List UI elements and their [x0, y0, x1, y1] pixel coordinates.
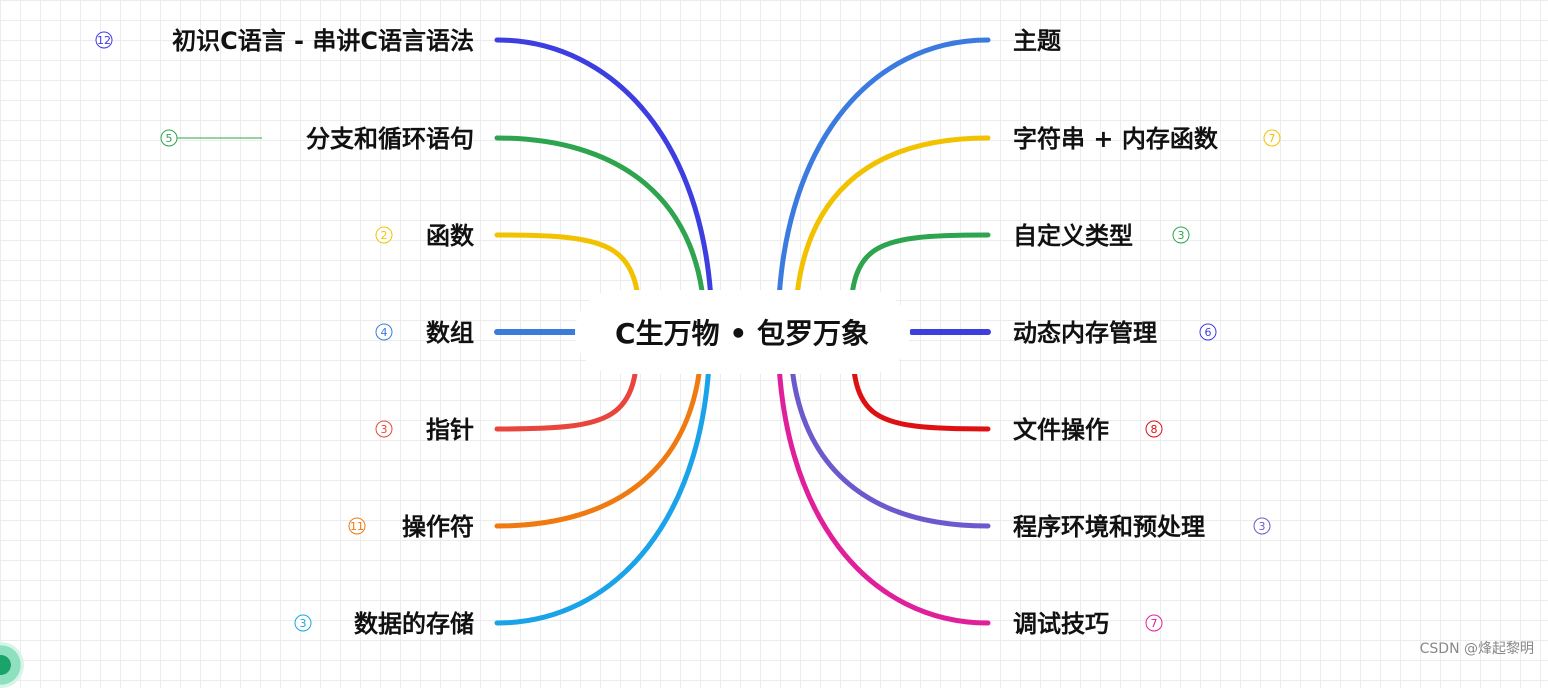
branch-connector [775, 37, 991, 335]
branch-label: 指针 [426, 416, 474, 444]
collapsed-count-badge[interactable]: 4 [375, 323, 393, 341]
badge-count: 3 [1178, 229, 1185, 242]
branch-label: 分支和循环语句 [306, 125, 474, 153]
watermark: CSDN @烽起黎明 [1419, 641, 1534, 657]
branch-label: 程序环境和预处理 [1013, 513, 1205, 541]
branch-label: 动态内存管理 [1013, 319, 1157, 347]
mindmap-canvas: 初识C语言 - 串讲C语言语法12分支和循环语句5函数2数组4指针3操作符11数… [95, 27, 1281, 638]
badge-count: 3 [1259, 520, 1266, 533]
collapsed-count-badge[interactable]: 3 [1172, 226, 1190, 244]
badge-count: 2 [381, 229, 388, 242]
branch-label: 数据的存储 [354, 610, 474, 638]
badge-count: 12 [97, 34, 111, 47]
badge-count: 6 [1205, 326, 1212, 339]
branch-left-6[interactable]: 操作符 11 [348, 329, 705, 541]
badge-circle [294, 614, 312, 632]
branch-connector [775, 329, 991, 626]
branch-connector [494, 329, 713, 626]
branch-right-2[interactable]: 字符串 + 内存函数 7 [792, 125, 1281, 335]
branch-label: 文件操作 [1013, 416, 1109, 444]
badge-count: 11 [350, 520, 364, 533]
branch-connector [792, 135, 991, 335]
branch-left-1[interactable]: 初识C语言 - 串讲C语言语法 12 [95, 27, 715, 335]
branch-label: 字符串 + 内存函数 [1013, 125, 1219, 153]
collapsed-count-badge[interactable]: 8 [1145, 420, 1163, 438]
badge-count: 5 [166, 132, 173, 145]
branch-right-6[interactable]: 程序环境和预处理 3 [787, 329, 1271, 541]
branch-label: 自定义类型 [1013, 222, 1133, 250]
badge-circle [1263, 129, 1281, 147]
badge-circle [375, 226, 393, 244]
badge-circle [1253, 517, 1271, 535]
branch-right-3[interactable]: 自定义类型 3 [847, 222, 1190, 335]
collapsed-count-badge[interactable]: 3 [1253, 517, 1271, 535]
center-topic-bubble [575, 290, 910, 374]
branch-label: 数组 [426, 319, 474, 347]
collapsed-count-badge[interactable]: 3 [294, 614, 312, 632]
branch-connector [494, 37, 715, 335]
collapsed-count-badge[interactable]: 11 [348, 517, 366, 535]
badge-circle [348, 517, 366, 535]
branch-label: 操作符 [402, 513, 474, 541]
branch-label: 主题 [1013, 27, 1061, 55]
badge-circle [1172, 226, 1190, 244]
badge-circle [95, 31, 113, 49]
collapsed-count-badge[interactable]: 5 [160, 129, 178, 147]
branch-right-7[interactable]: 调试技巧 7 [775, 329, 1163, 638]
branch-left-2[interactable]: 分支和循环语句 5 [160, 125, 708, 335]
badge-circle [375, 323, 393, 341]
badge-count: 3 [300, 617, 307, 630]
branch-label: 初识C语言 - 串讲C语言语法 [172, 27, 474, 55]
branch-label: 函数 [426, 222, 475, 250]
branch-left-4[interactable]: 数组 4 [375, 319, 578, 347]
badge-count: 8 [1151, 423, 1158, 436]
collapsed-count-badge[interactable]: 2 [375, 226, 393, 244]
badge-circle [1145, 420, 1163, 438]
badge-circle [160, 129, 178, 147]
badge-count: 4 [381, 326, 388, 339]
branch-right-1[interactable]: 主题 [775, 27, 1061, 335]
branch-right-4[interactable]: 动态内存管理 6 [909, 319, 1217, 347]
branch-left-7[interactable]: 数据的存储 3 [294, 329, 713, 638]
badge-circle [1145, 614, 1163, 632]
collapsed-count-badge[interactable]: 7 [1263, 129, 1281, 147]
badge-circle [375, 420, 393, 438]
center-topic-label: C生万物 • 包罗万象 [615, 317, 869, 350]
branch-label: 调试技巧 [1013, 610, 1109, 638]
badge-count: 3 [381, 423, 388, 436]
branch-connector [494, 329, 705, 529]
badge-count: 7 [1269, 132, 1276, 145]
collapsed-count-badge[interactable]: 7 [1145, 614, 1163, 632]
branch-connector [494, 135, 708, 335]
badge-circle [1199, 323, 1217, 341]
collapsed-count-badge[interactable]: 12 [95, 31, 113, 49]
left-branches: 初识C语言 - 串讲C语言语法12分支和循环语句5函数2数组4指针3操作符11数… [95, 27, 715, 638]
branch-connector [787, 329, 991, 529]
center-topic[interactable]: C生万物 • 包罗万象 [575, 290, 910, 374]
collapsed-count-badge[interactable]: 6 [1199, 323, 1217, 341]
collapsed-count-badge[interactable]: 3 [375, 420, 393, 438]
badge-count: 7 [1151, 617, 1158, 630]
